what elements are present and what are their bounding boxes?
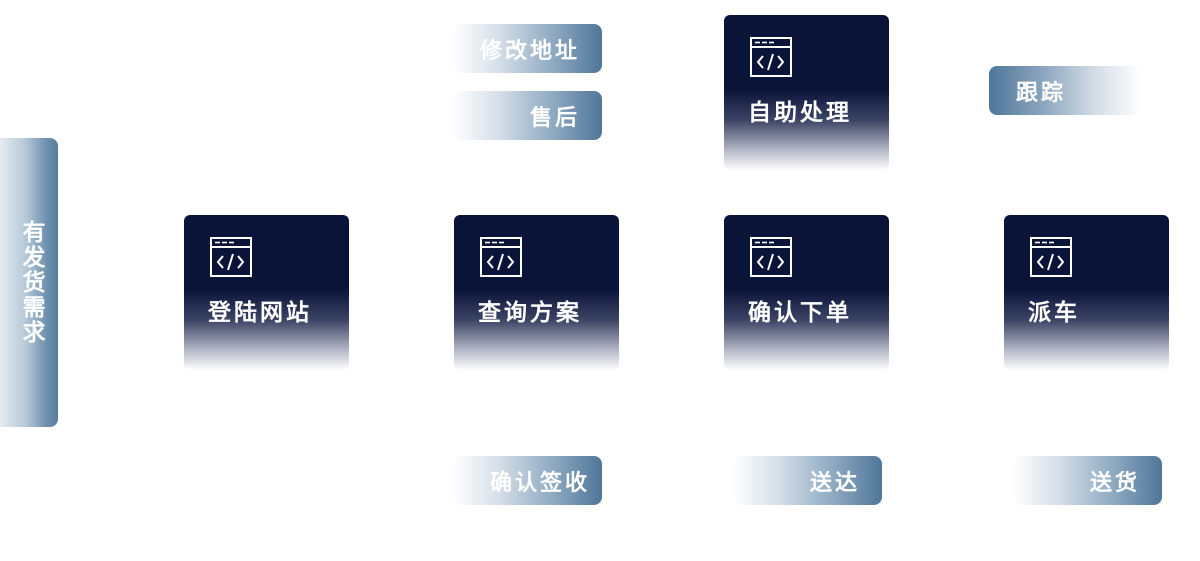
- code-window-icon: [1030, 237, 1072, 277]
- tag-after-sales: 售后: [452, 91, 602, 140]
- tag-deliver-goods: 送货: [1012, 456, 1162, 505]
- tag-label: 跟踪: [1016, 80, 1067, 106]
- tag-label: 售后: [529, 105, 580, 131]
- step-label: 自助处理: [748, 100, 852, 126]
- step-label: 登陆网站: [208, 300, 312, 326]
- code-window-icon: [210, 237, 252, 277]
- start-node-bar: 有发货需求: [0, 138, 58, 427]
- step-card-dispatch: 派车: [1004, 215, 1169, 370]
- tag-label: 送货: [1089, 470, 1140, 496]
- tag-confirm-receipt: 确认签收: [452, 456, 602, 505]
- code-window-icon: [480, 237, 522, 277]
- tag-track: 跟踪: [989, 66, 1141, 115]
- start-node-label: 有发货需求: [18, 220, 44, 345]
- tag-modify-address: 修改地址: [452, 24, 602, 73]
- step-card-query-plan: 查询方案: [454, 215, 619, 370]
- code-window-icon: [750, 237, 792, 277]
- tag-label: 确认签收: [489, 470, 590, 496]
- tag-delivered: 送达: [732, 456, 882, 505]
- step-label: 派车: [1028, 300, 1080, 326]
- tag-label: 送达: [809, 470, 860, 496]
- step-card-login: 登陆网站: [184, 215, 349, 370]
- tag-label: 修改地址: [479, 38, 580, 64]
- step-label: 确认下单: [748, 300, 852, 326]
- step-card-confirm-order: 确认下单: [724, 215, 889, 370]
- code-window-icon: [750, 37, 792, 77]
- step-card-self-service: 自助处理: [724, 15, 889, 170]
- step-label: 查询方案: [478, 300, 582, 326]
